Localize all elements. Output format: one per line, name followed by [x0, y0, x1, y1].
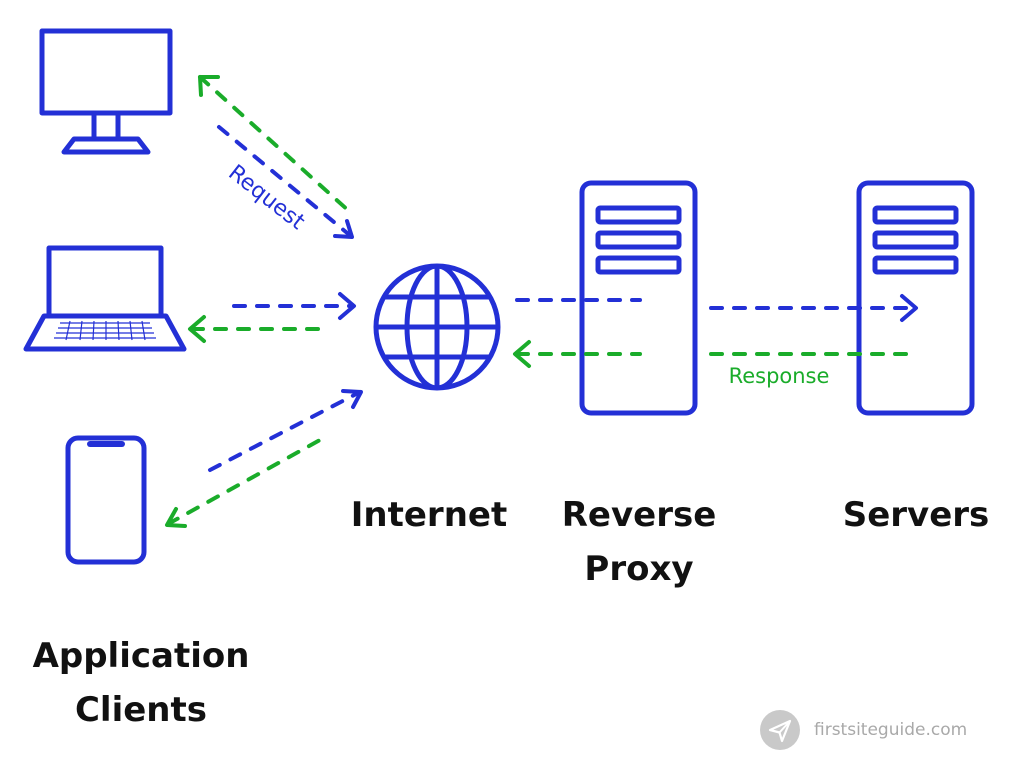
phone-response-arrowhead: [165, 507, 187, 528]
phone-request-arrowhead: [341, 389, 363, 409]
smartphone-icon: [65, 435, 147, 565]
servers-caption: Servers: [816, 488, 1016, 542]
phone-response-arrow: [166, 438, 322, 526]
desktop-monitor-icon: [39, 28, 173, 155]
server-request-arrowhead: [900, 294, 918, 322]
internet-caption-text: Internet: [350, 495, 508, 535]
application-clients-caption-line1: Application: [32, 636, 250, 676]
internet-caption: Internet: [329, 488, 529, 542]
paper-plane-icon: [760, 710, 800, 750]
servers-icon: [856, 180, 975, 416]
response-label: Response: [729, 364, 830, 388]
reverse-proxy-caption-line1: Reverse: [561, 495, 717, 535]
reverse-proxy-caption-line2: Proxy: [584, 549, 694, 589]
desktop-response-arrowhead: [198, 75, 220, 97]
watermark-text: firstsiteguide.com: [814, 720, 968, 740]
reverse-proxy-caption: Reverse Proxy: [539, 488, 739, 596]
proxy-response-arrowhead: [513, 340, 531, 368]
laptop-response-arrowhead: [188, 315, 206, 343]
desktop-request-arrow: [217, 125, 354, 239]
laptop-request-arrowhead: [338, 292, 356, 320]
reverse-proxy-server-icon: [579, 180, 698, 416]
desktop-request-arrowhead: [333, 219, 354, 239]
phone-request-arrow: [208, 390, 362, 472]
application-clients-caption-line2: Clients: [74, 690, 207, 730]
servers-caption-text: Servers: [842, 495, 990, 535]
globe-icon: [373, 263, 501, 391]
desktop-response-arrow: [198, 75, 352, 214]
request-label: Request: [223, 160, 309, 235]
laptop-icon: [23, 245, 187, 352]
application-clients-caption: Application Clients: [10, 629, 272, 737]
watermark: firstsiteguide.com: [760, 708, 967, 752]
